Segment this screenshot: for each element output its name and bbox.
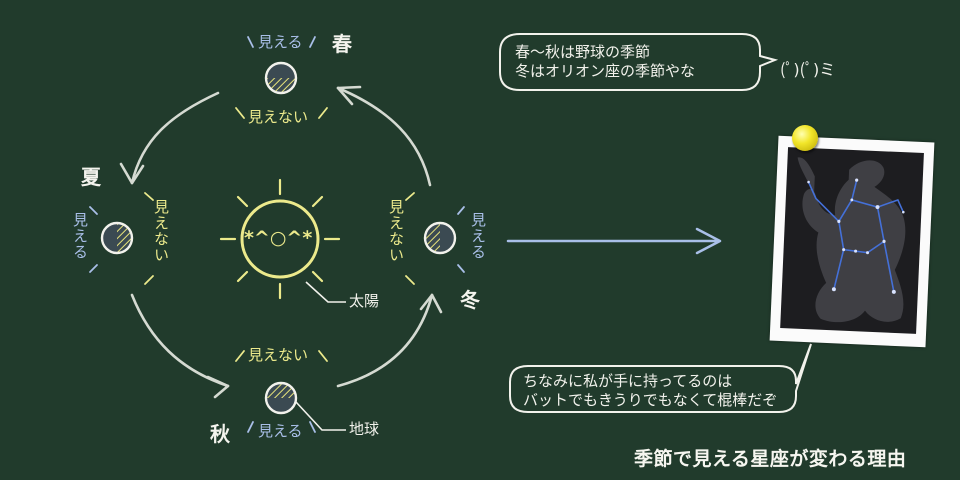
label-not-visible-spring: 見えない — [248, 110, 308, 125]
season-spring: 春 — [332, 34, 352, 54]
season-summer: 夏 — [81, 167, 101, 187]
sun-leader-line — [306, 282, 346, 302]
bubble-top-line2: 冬はオリオン座の季節やな — [515, 62, 695, 81]
earth-leader-line — [296, 402, 346, 430]
bubble-top-line1: 春〜秋は野球の季節 — [515, 43, 650, 62]
sun-face: *^○^* — [244, 229, 312, 248]
orbit-arrow-spring-summer — [132, 93, 218, 183]
label-sun: 太陽 — [349, 294, 379, 309]
label-not-visible-winter: 見えない — [388, 199, 403, 263]
label-visible-winter: 見える — [470, 212, 485, 260]
label-visible-spring: 見える — [258, 35, 303, 50]
earth-winter — [424, 222, 456, 254]
season-winter: 冬 — [460, 290, 480, 310]
orion-photo — [770, 136, 935, 348]
label-visible-summer: 見える — [72, 212, 87, 260]
label-visible-autumn: 見える — [258, 424, 303, 439]
emoticon: (ﾟ)(ﾟ)ミ — [780, 62, 835, 78]
orbit-arrow-summer-autumn — [132, 295, 228, 386]
bubble-bottom-line2: バットでもきうりでもなくて棍棒だぞ — [523, 391, 777, 410]
bubble-bottom-line1: ちなみに私が手に持ってるのは — [523, 372, 732, 391]
label-not-visible-autumn: 見えない — [248, 348, 308, 363]
earth-autumn — [265, 382, 297, 414]
pushpin-icon — [792, 125, 818, 151]
caption: 季節で見える星座が変わる理由 — [634, 450, 906, 469]
label-not-visible-summer: 見えない — [153, 199, 168, 263]
label-earth: 地球 — [349, 422, 379, 437]
earth-summer — [101, 222, 133, 254]
arrow-to-photo — [508, 229, 720, 253]
earth-spring — [265, 62, 297, 94]
orion-constellation-icon — [780, 147, 924, 334]
season-autumn: 秋 — [210, 424, 230, 444]
orion-star-image — [780, 147, 924, 334]
